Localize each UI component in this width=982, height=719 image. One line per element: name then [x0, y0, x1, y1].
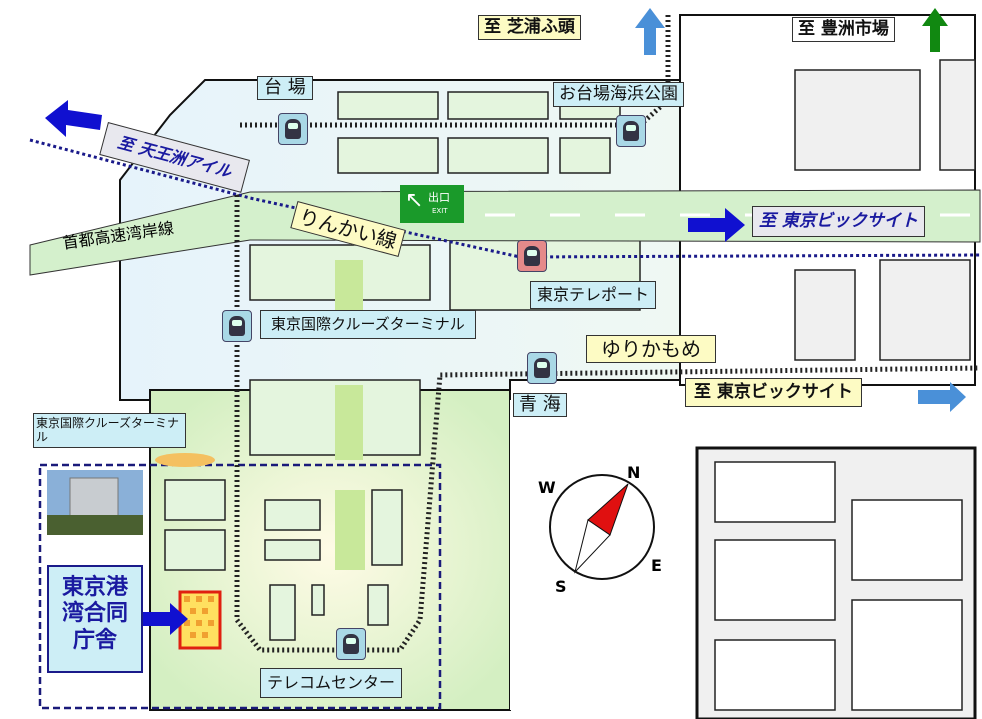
- direction-bigsight-rinkai: 至 東京ビックサイト: [752, 206, 925, 237]
- station-daiba-icon[interactable]: [278, 113, 308, 145]
- direction-toyosu: 至 豊洲市場: [792, 17, 895, 42]
- arrow-up-toyosu-icon: [922, 8, 948, 52]
- target-area-box: [38, 463, 442, 710]
- arrow-left-tennozu-icon: [45, 100, 102, 137]
- station-label-teleport[interactable]: 東京テレポート: [530, 281, 657, 309]
- arrow-right-bigsight2-icon: [918, 382, 966, 412]
- station-label-cruise-terminal[interactable]: 東京国際クルーズターミナル: [260, 310, 476, 339]
- exit-arrow-icon: ↖: [405, 188, 424, 213]
- direction-shibaura: 至 芝浦ふ頭: [478, 15, 581, 40]
- arrow-up-shibaura-icon: [635, 8, 665, 55]
- yurikamome-label: ゆりかもめ: [586, 335, 716, 363]
- rinkai-line: [29, 138, 981, 259]
- target-building-label: 東京港湾合同庁舎: [47, 565, 143, 673]
- station-cruise-terminal-icon[interactable]: [222, 310, 252, 342]
- station-telecom-icon[interactable]: [336, 628, 366, 660]
- exit-sign: ↖ 出口 EXIT: [400, 185, 464, 223]
- compass-icon: [549, 474, 655, 580]
- station-odaiba-kaihin-icon[interactable]: [616, 115, 646, 147]
- cruise-terminal-label: 東京国際クルーズターミナル: [33, 413, 186, 448]
- station-teleport-icon[interactable]: [517, 240, 547, 272]
- compass-w: W: [538, 478, 556, 497]
- station-label-telecom[interactable]: テレコムセンター: [260, 668, 403, 698]
- compass-s: S: [555, 577, 567, 596]
- arrow-right-bigsight-icon: [688, 208, 745, 242]
- station-aomi-icon[interactable]: [527, 352, 557, 384]
- direction-bigsight-yurikamome: 至 東京ビックサイト: [685, 378, 862, 407]
- compass-e: E: [651, 556, 662, 575]
- arrow-to-building-icon: [143, 603, 188, 635]
- expressway: [29, 189, 981, 276]
- station-label-odaiba-kaihin[interactable]: お台場海浜公園: [553, 82, 684, 107]
- compass-n: N: [627, 463, 641, 482]
- station-label-daiba[interactable]: 台 場: [257, 76, 313, 100]
- station-label-aomi[interactable]: 青 海: [513, 393, 567, 417]
